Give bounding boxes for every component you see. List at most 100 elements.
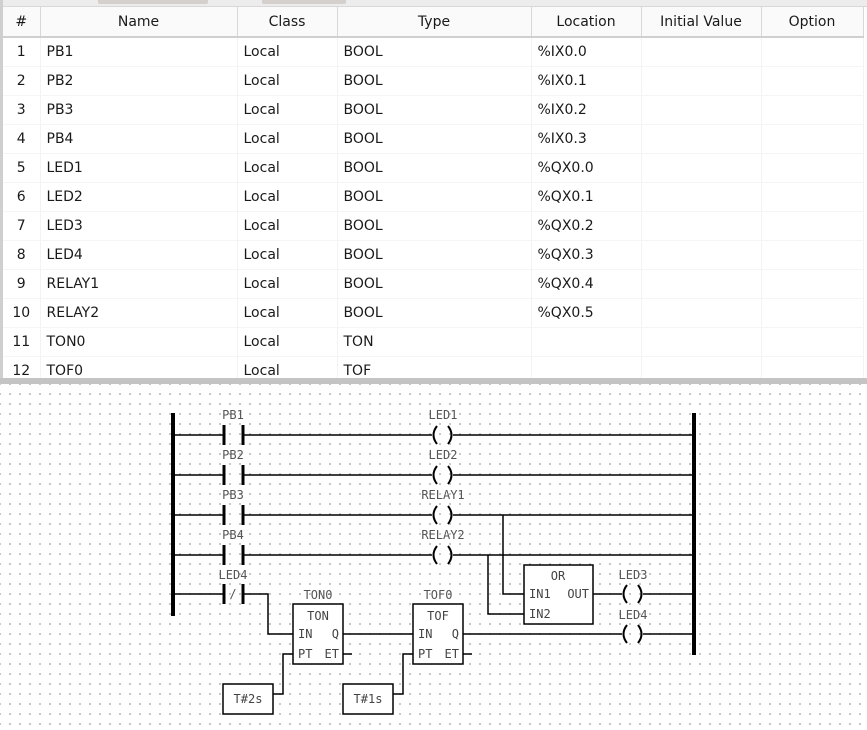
coil-relay1-label[interactable]: RELAY1 xyxy=(421,488,464,502)
cell-location[interactable]: %IX0.1 xyxy=(531,66,642,96)
cell-location[interactable]: %QX0.4 xyxy=(531,269,642,299)
contact-pb4-label[interactable]: PB4 xyxy=(222,528,244,542)
cell-initial[interactable] xyxy=(641,66,762,96)
cell-class[interactable]: Local xyxy=(237,95,338,125)
cell-name[interactable]: PB2 xyxy=(40,66,238,96)
tof-pt-constant-box[interactable] xyxy=(342,683,394,715)
column-header-name[interactable]: Name xyxy=(40,7,238,38)
cell-type[interactable]: BOOL xyxy=(337,153,532,183)
cell-class[interactable]: Local xyxy=(237,153,338,183)
cell-class[interactable]: Local xyxy=(237,240,338,270)
cell-name[interactable]: RELAY1 xyxy=(40,269,238,299)
or-function-block[interactable] xyxy=(523,564,594,625)
cell-location[interactable]: %IX0.3 xyxy=(531,124,642,154)
cell-name[interactable]: RELAY2 xyxy=(40,298,238,328)
cell-initial[interactable] xyxy=(641,298,762,328)
cell-initial[interactable] xyxy=(641,269,762,299)
cell-location[interactable]: %QX0.3 xyxy=(531,240,642,270)
pane-splitter[interactable] xyxy=(0,378,867,384)
cell-type[interactable]: BOOL xyxy=(337,211,532,241)
coil-led2-label[interactable]: LED2 xyxy=(429,448,458,462)
coil-led1-label[interactable]: LED1 xyxy=(429,408,458,422)
cell-type[interactable]: BOOL xyxy=(337,95,532,125)
cell-type[interactable]: BOOL xyxy=(337,124,532,154)
cell-name[interactable]: LED4 xyxy=(40,240,238,270)
cell-location[interactable]: %QX0.2 xyxy=(531,211,642,241)
cell-type[interactable]: BOOL xyxy=(337,269,532,299)
column-header-location[interactable]: Location xyxy=(531,7,642,38)
cell-option[interactable] xyxy=(761,240,864,270)
cell-class[interactable]: Local xyxy=(237,182,338,212)
contact-pb1-label[interactable]: PB1 xyxy=(222,408,244,422)
contact-led4-label[interactable]: LED4 xyxy=(219,568,248,582)
cell-option[interactable] xyxy=(761,327,864,357)
cell-initial[interactable] xyxy=(641,182,762,212)
tof-function-block[interactable] xyxy=(412,603,464,665)
cell-location[interactable] xyxy=(531,327,642,357)
cell-name[interactable]: PB3 xyxy=(40,95,238,125)
cell-name[interactable]: LED2 xyxy=(40,182,238,212)
column-header-class[interactable]: Class xyxy=(237,7,338,38)
scroll-handle[interactable] xyxy=(262,0,346,4)
cell-location[interactable]: %QX0.5 xyxy=(531,298,642,328)
cell-name[interactable]: TON0 xyxy=(40,327,238,357)
cell-initial[interactable] xyxy=(641,124,762,154)
cell-option[interactable] xyxy=(761,298,864,328)
column-header-number[interactable]: # xyxy=(3,7,41,38)
cell-name[interactable]: PB1 xyxy=(40,37,238,67)
ladder-diagram-canvas[interactable]: PB1 PB2 PB3 PB4 LED4 / LED1 LED2 RELAY1 … xyxy=(0,384,867,730)
cell-num[interactable]: 9 xyxy=(3,269,41,299)
contact-pb3-label[interactable]: PB3 xyxy=(222,488,244,502)
cell-initial[interactable] xyxy=(641,211,762,241)
cell-option[interactable] xyxy=(761,37,864,67)
contact-pb2-label[interactable]: PB2 xyxy=(222,448,244,462)
cell-type[interactable]: BOOL xyxy=(337,66,532,96)
cell-initial[interactable] xyxy=(641,240,762,270)
cell-type[interactable]: BOOL xyxy=(337,37,532,67)
cell-option[interactable] xyxy=(761,153,864,183)
coil-led3-label[interactable]: LED3 xyxy=(619,568,648,582)
cell-name[interactable]: LED1 xyxy=(40,153,238,183)
cell-num[interactable]: 8 xyxy=(3,240,41,270)
cell-class[interactable]: Local xyxy=(237,66,338,96)
cell-name[interactable]: PB4 xyxy=(40,124,238,154)
cell-type[interactable]: TON xyxy=(337,327,532,357)
cell-option[interactable] xyxy=(761,211,864,241)
cell-option[interactable] xyxy=(761,269,864,299)
ton-function-block[interactable] xyxy=(292,603,344,665)
tof-instance-label[interactable]: TOF0 xyxy=(424,588,453,602)
cell-name[interactable]: LED3 xyxy=(40,211,238,241)
cell-num[interactable]: 7 xyxy=(3,211,41,241)
cell-num[interactable]: 6 xyxy=(3,182,41,212)
coil-relay2-label[interactable]: RELAY2 xyxy=(421,528,464,542)
cell-type[interactable]: BOOL xyxy=(337,240,532,270)
cell-initial[interactable] xyxy=(641,327,762,357)
cell-location[interactable]: %QX0.1 xyxy=(531,182,642,212)
cell-type[interactable]: BOOL xyxy=(337,298,532,328)
cell-class[interactable]: Local xyxy=(237,124,338,154)
scroll-handle[interactable] xyxy=(98,0,208,4)
ton-instance-label[interactable]: TON0 xyxy=(304,588,333,602)
cell-num[interactable]: 11 xyxy=(3,327,41,357)
ton-pt-constant-box[interactable] xyxy=(222,683,274,715)
cell-num[interactable]: 4 xyxy=(3,124,41,154)
cell-initial[interactable] xyxy=(641,153,762,183)
coil-led4-label[interactable]: LED4 xyxy=(619,608,648,622)
top-scrollbar[interactable] xyxy=(0,0,867,7)
cell-class[interactable]: Local xyxy=(237,327,338,357)
cell-class[interactable]: Local xyxy=(237,269,338,299)
cell-num[interactable]: 5 xyxy=(3,153,41,183)
cell-num[interactable]: 3 xyxy=(3,95,41,125)
column-header-initial-value[interactable]: Initial Value xyxy=(641,7,762,38)
cell-option[interactable] xyxy=(761,124,864,154)
cell-num[interactable]: 1 xyxy=(3,37,41,67)
cell-option[interactable] xyxy=(761,95,864,125)
cell-location[interactable]: %IX0.0 xyxy=(531,37,642,67)
